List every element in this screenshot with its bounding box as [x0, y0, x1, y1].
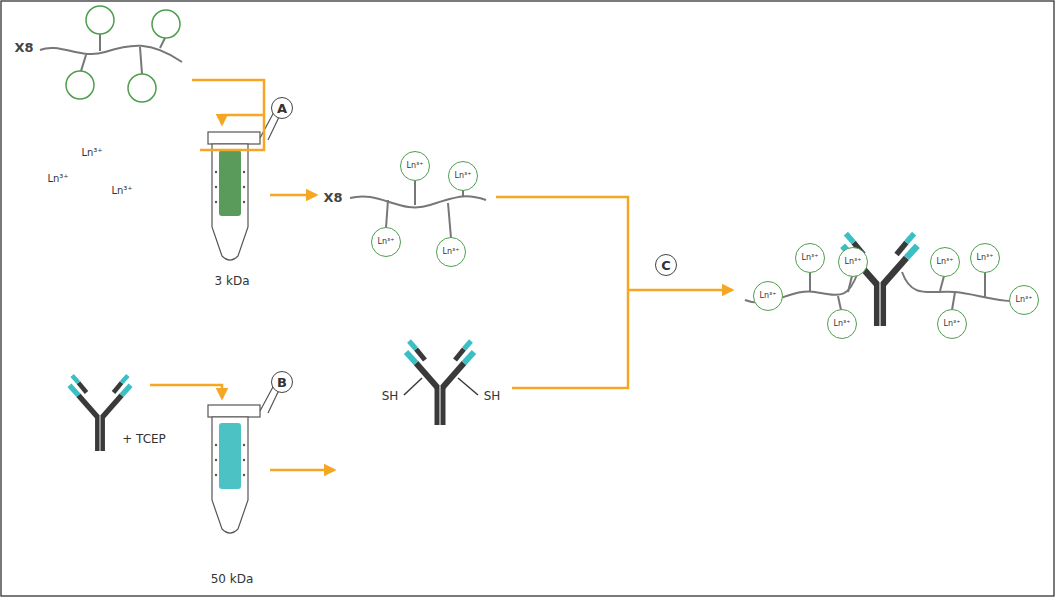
annotation-label: Ln³⁺ — [81, 147, 102, 158]
ion-label: Ln³⁺ — [937, 258, 954, 266]
chelator-ring — [66, 6, 180, 102]
filter-tube — [219, 150, 241, 216]
ion-label: Ln³⁺ — [378, 238, 395, 246]
step-circle: B — [271, 371, 293, 393]
metal-chelator: Ln³⁺ — [1009, 285, 1039, 315]
ion-label: Ln³⁺ — [1016, 296, 1033, 304]
filter-tube — [208, 385, 280, 533]
polymer-chain — [414, 180, 416, 205]
thiol-bond — [404, 378, 422, 395]
step-circle: C — [655, 254, 677, 276]
metal-chelator: Ln³⁺ — [937, 309, 967, 339]
ion-label: Ln³⁺ — [944, 320, 961, 328]
annotation-label: SH — [484, 390, 501, 403]
annotation-label: 50 kDa — [211, 573, 254, 586]
chelator-ring — [66, 71, 94, 99]
flow-arrow — [150, 80, 732, 470]
metal-chelator: Ln³⁺ — [838, 247, 868, 277]
flow-arrow — [222, 115, 264, 124]
annotation-label: X8 — [323, 191, 342, 205]
polymer-chain — [448, 203, 451, 238]
ion-label: Ln³⁺ — [443, 248, 460, 256]
polymer-chain — [940, 276, 944, 291]
annotation-label: Ln³⁺ — [111, 185, 132, 196]
flow-arrow — [496, 197, 628, 388]
metal-chelator: Ln³⁺ — [970, 243, 1000, 273]
metal-chelator: Ln³⁺ — [795, 243, 825, 273]
flow-arrow — [270, 469, 334, 472]
polymer-chain — [99, 34, 101, 51]
polymer-chain — [160, 38, 165, 48]
metal-chelator: Ln³⁺ — [827, 309, 857, 339]
annotation-label: SH — [382, 390, 399, 403]
annotation-label: Ln³⁺ — [47, 173, 68, 184]
thiol-bond — [458, 378, 478, 395]
metal-chelator: Ln³⁺ — [448, 161, 478, 191]
polymer-chain — [809, 272, 811, 291]
ion-label: Ln³⁺ — [455, 172, 472, 180]
annotation-label: + TCEP — [122, 433, 166, 446]
polymer-chain — [838, 296, 841, 310]
polymer-chain — [984, 272, 986, 297]
filter-tube — [208, 112, 280, 260]
step-letter: C — [661, 259, 671, 272]
step-letter: B — [277, 376, 287, 389]
filter-tube — [208, 385, 280, 533]
polymer-chain — [350, 196, 486, 207]
ion-label: Ln³⁺ — [834, 320, 851, 328]
flow-arrow — [192, 80, 264, 150]
ion-label: Ln³⁺ — [977, 254, 994, 262]
chelator-ring — [86, 6, 114, 34]
step-circle: A — [271, 97, 293, 119]
step-letter: A — [277, 102, 287, 115]
polymer-chain — [462, 190, 464, 197]
antibody-icon — [69, 375, 130, 451]
antibody-icon — [69, 375, 130, 451]
annotation-label: X8 — [14, 41, 33, 55]
metal-chelator: Ln³⁺ — [753, 281, 783, 311]
ion-label: Ln³⁺ — [845, 258, 862, 266]
flow-arrow — [628, 289, 732, 292]
polymer-chain — [386, 200, 388, 228]
chelator-ring — [128, 74, 156, 102]
metal-chelator: Ln³⁺ — [930, 247, 960, 277]
metal-chelator: Ln³⁺ — [371, 227, 401, 257]
polymer-chain — [140, 47, 142, 74]
filter-tube — [219, 423, 241, 489]
chelator-ring — [152, 10, 180, 38]
polymer-chain — [952, 292, 955, 310]
metal-chelator: Ln³⁺ — [436, 237, 466, 267]
polymer-chain — [40, 34, 182, 74]
annotation-label: 3 kDa — [215, 275, 250, 288]
polymer-chain — [81, 55, 86, 71]
ion-label: Ln³⁺ — [760, 292, 777, 300]
flow-arrow — [150, 385, 222, 398]
ion-label: Ln³⁺ — [407, 162, 424, 170]
flow-arrow — [270, 194, 316, 197]
polymer-chain — [848, 276, 852, 292]
metal-chelator: Ln³⁺ — [400, 151, 430, 181]
ion-label: Ln³⁺ — [802, 254, 819, 262]
filter-tube — [208, 112, 280, 260]
